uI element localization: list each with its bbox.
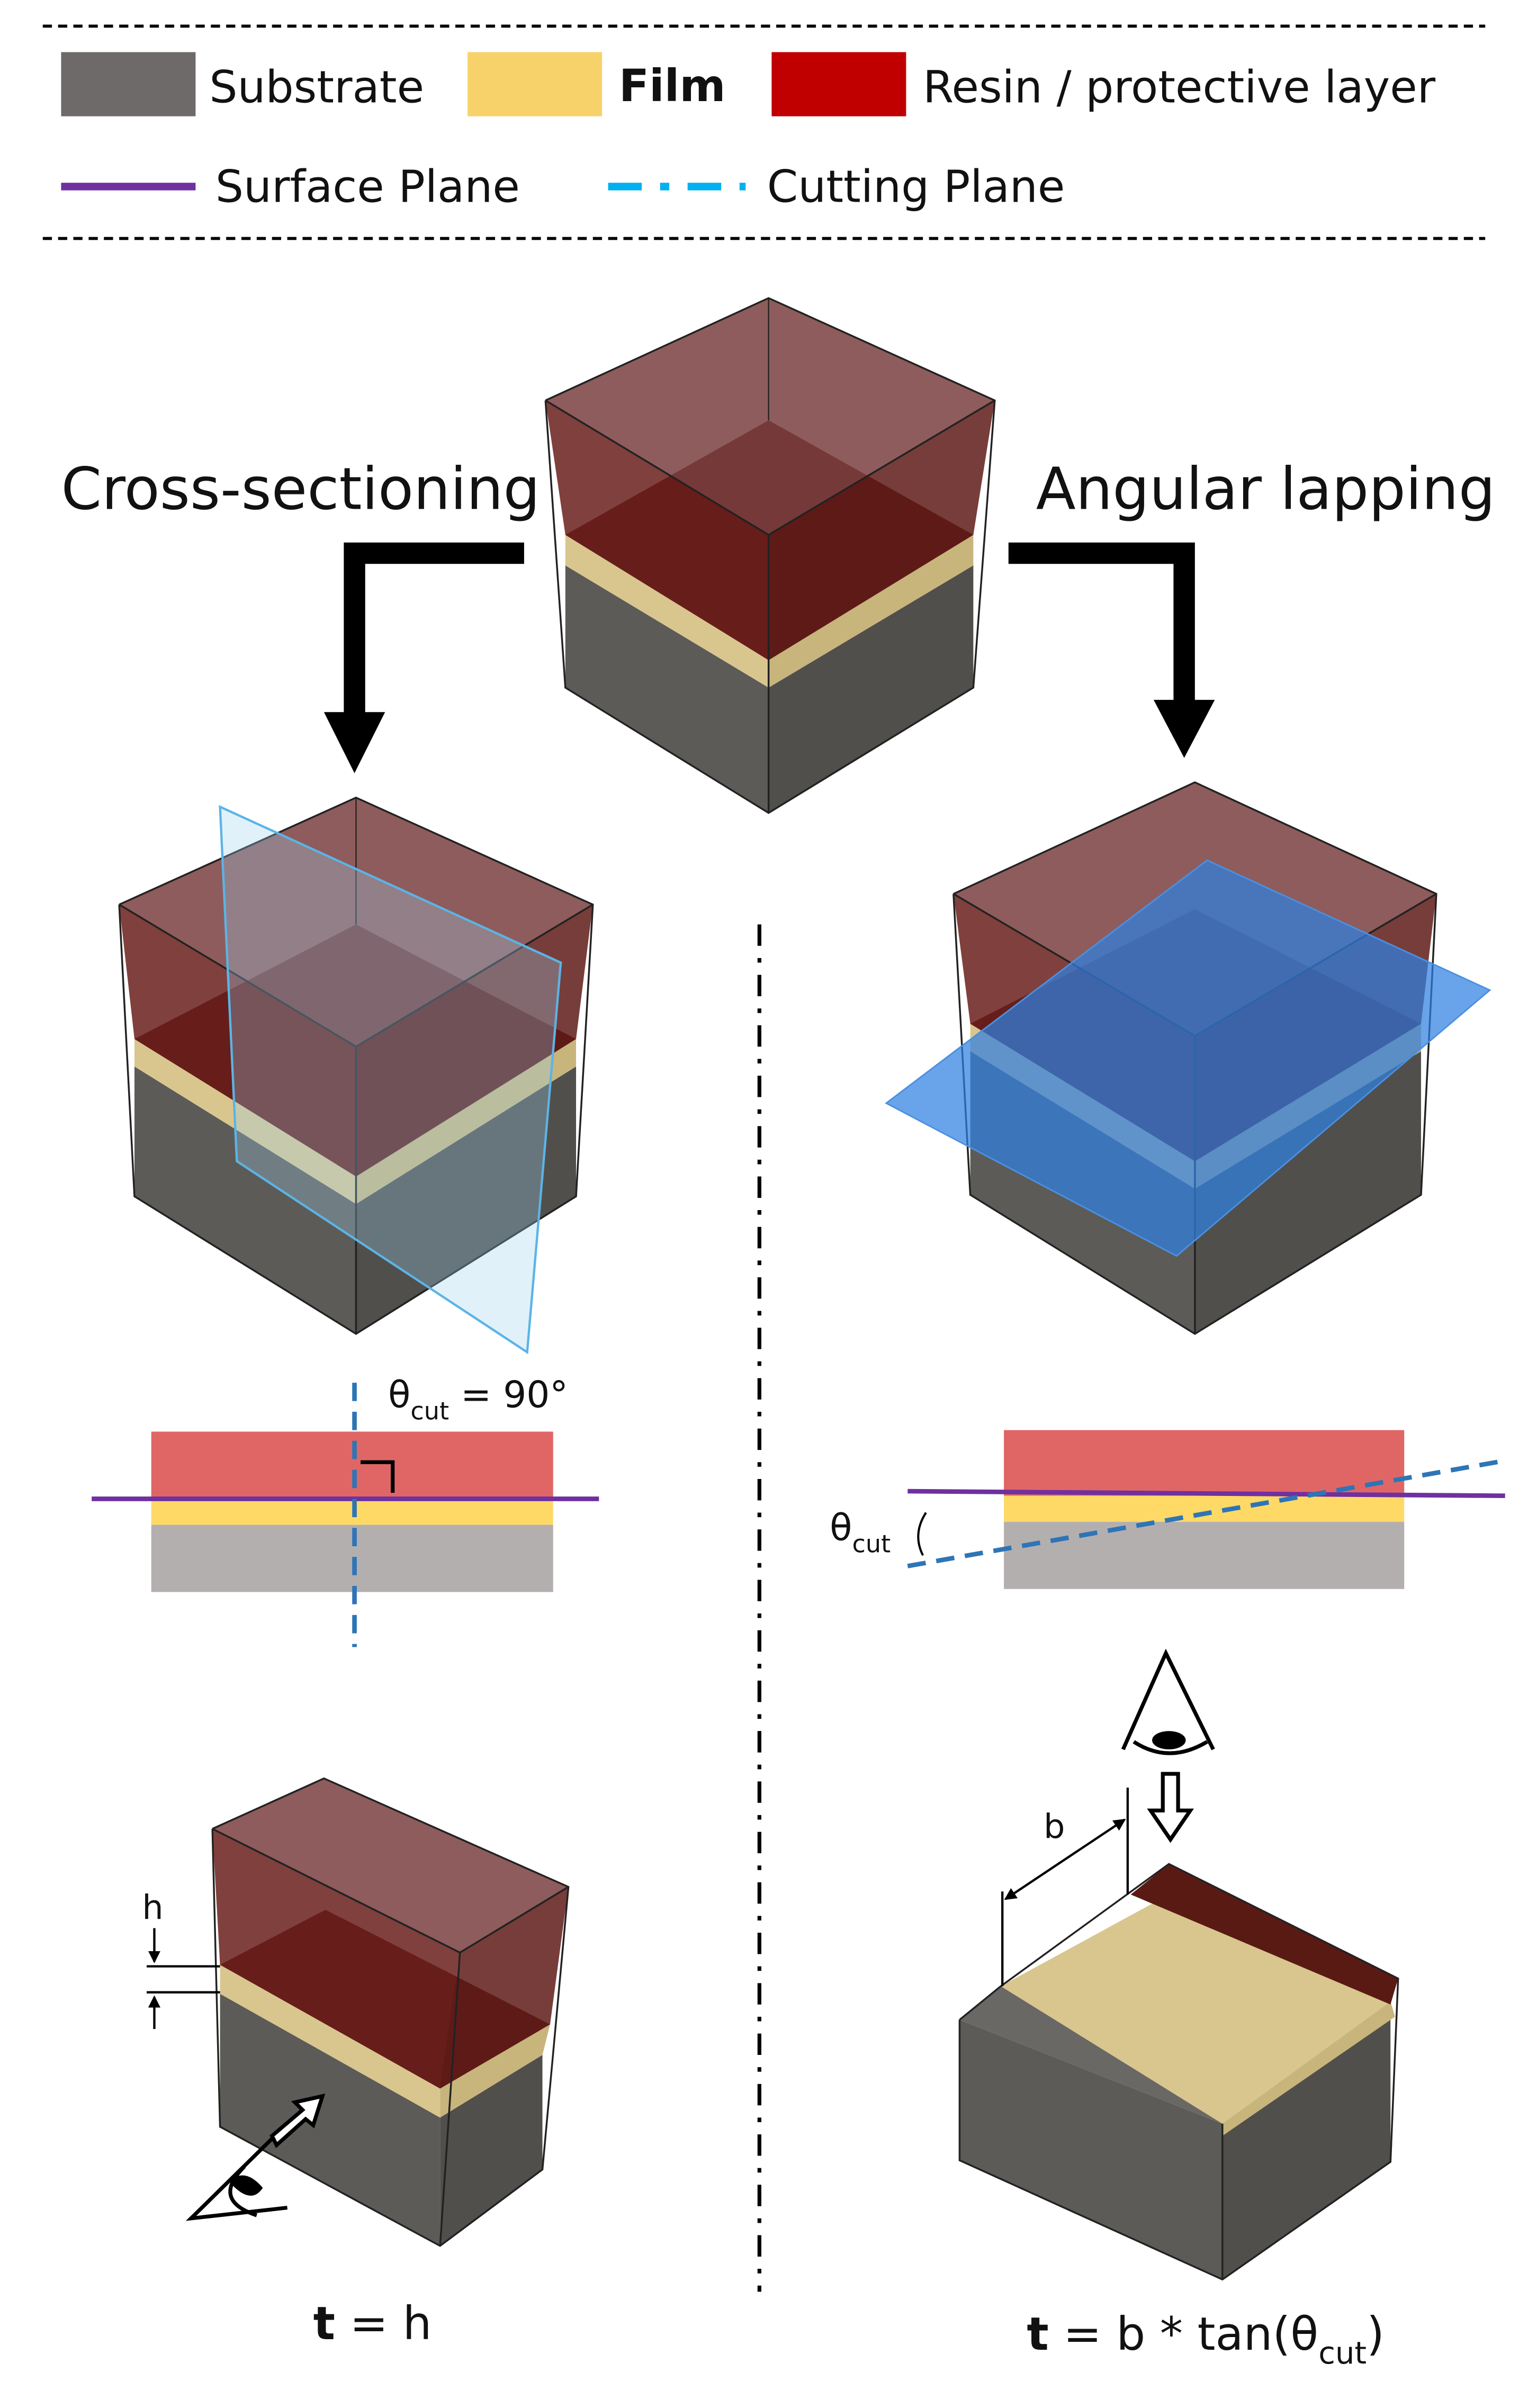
angular-lapping-title: Angular lapping — [1036, 455, 1496, 522]
left-cube-resin-left — [119, 904, 356, 1177]
legend-substrate-swatch — [61, 52, 196, 116]
legend-film-label: Film — [619, 60, 726, 112]
angular-lapping-result-block: b — [958, 1648, 1399, 2281]
right-section-film — [1004, 1495, 1405, 1522]
top-cube-substrate-left — [565, 565, 769, 813]
right-section-resin — [1004, 1430, 1405, 1496]
right-block-lapped-film — [1001, 1894, 1391, 2124]
right-surface-plane-line — [907, 1489, 1505, 1499]
right-cube-outline — [952, 781, 1437, 1335]
right-cube-substrate-right — [1194, 1051, 1421, 1334]
top-cube-substrate-right — [768, 565, 974, 813]
right-block-film-side — [1222, 2001, 1395, 2136]
right-block-substrate-left — [959, 2019, 1223, 2280]
left-block-resin-right — [440, 1887, 569, 2089]
theta-cut-label: θcut — [830, 1507, 891, 1558]
cross-section-cube — [118, 796, 594, 1355]
left-block-edge-front — [439, 1952, 461, 2246]
right-angle-mark — [361, 1460, 395, 1493]
eye-icon-right — [1121, 1648, 1215, 1755]
right-block-resin-remnant — [1130, 1864, 1398, 2005]
left-block-resin-left — [212, 1828, 460, 2089]
left-cube-resin-right — [356, 904, 593, 1177]
theta-angle-arc — [917, 1512, 927, 1556]
right-block-outline — [958, 1863, 1399, 2281]
view-arrow-left — [269, 2094, 326, 2149]
right-block-lapped-substrate-top — [959, 1986, 1223, 2124]
top-cube-resin-top — [545, 298, 995, 535]
top-sample-cube — [544, 297, 996, 814]
legend-resin-swatch — [771, 52, 906, 116]
right-flow-arrow — [1008, 542, 1215, 758]
left-block-film-right — [440, 2024, 550, 2118]
vertical-cutting-plane — [219, 805, 562, 1355]
left-cube-film-right — [356, 1039, 577, 1204]
legend-film-swatch — [468, 52, 603, 116]
oblique-cutting-plane — [885, 859, 1491, 1257]
h-label: h — [142, 1888, 163, 1927]
left-block-outline — [211, 1777, 570, 2247]
eye-icon-left — [185, 2125, 287, 2221]
left-block-substrate-right — [440, 2055, 543, 2246]
legend-resin-label: Resin / protective layer — [923, 61, 1436, 113]
right-cutting-plane-line — [907, 1458, 1506, 1568]
right-section-substrate — [1004, 1521, 1405, 1589]
b-label: b — [1044, 1807, 1065, 1846]
legend: Substrate Film Resin / protective layer … — [42, 24, 1486, 240]
angular-lapping-schematic: θcut — [830, 1430, 1506, 1589]
theta-cut-90-label: θcut = 90° — [388, 1374, 568, 1425]
left-block-film-left — [220, 1964, 441, 2118]
cross-section-schematic: θcut = 90° — [92, 1374, 599, 1647]
left-cube-substrate-left — [134, 1066, 356, 1334]
left-flow-arrow — [323, 542, 524, 773]
top-cube-film-right — [768, 535, 974, 688]
legend-cutting-plane-label: Cutting Plane — [767, 160, 1065, 212]
left-block-resin-top — [212, 1778, 569, 1953]
formula-cross-section: t = h — [313, 2297, 432, 2350]
view-arrow-right — [1147, 1772, 1194, 1843]
cross-sectioning-title: Cross-sectioning — [61, 455, 540, 522]
top-cube-film-left — [565, 535, 769, 688]
angular-lapping-cube — [885, 781, 1491, 1335]
left-cube-edge-top — [119, 904, 594, 1048]
legend-substrate-label: Substrate — [209, 61, 424, 113]
left-cube-film-left — [134, 1039, 356, 1204]
right-block-substrate-right — [1222, 2016, 1391, 2280]
left-cube-substrate-right — [356, 1066, 577, 1334]
top-cube-edge-top — [545, 399, 995, 536]
top-cube-resin-left — [545, 400, 769, 661]
top-cube-resin-right — [768, 400, 995, 661]
formula-angular-lapping: t = b * tan(θcut) — [1027, 2308, 1385, 2371]
legend-surface-plane-label: Surface Plane — [215, 160, 520, 212]
left-block-substrate-left — [220, 1994, 441, 2246]
cross-section-result-block: h — [142, 1777, 570, 2247]
b-dimension-arrow — [1004, 1818, 1126, 1900]
